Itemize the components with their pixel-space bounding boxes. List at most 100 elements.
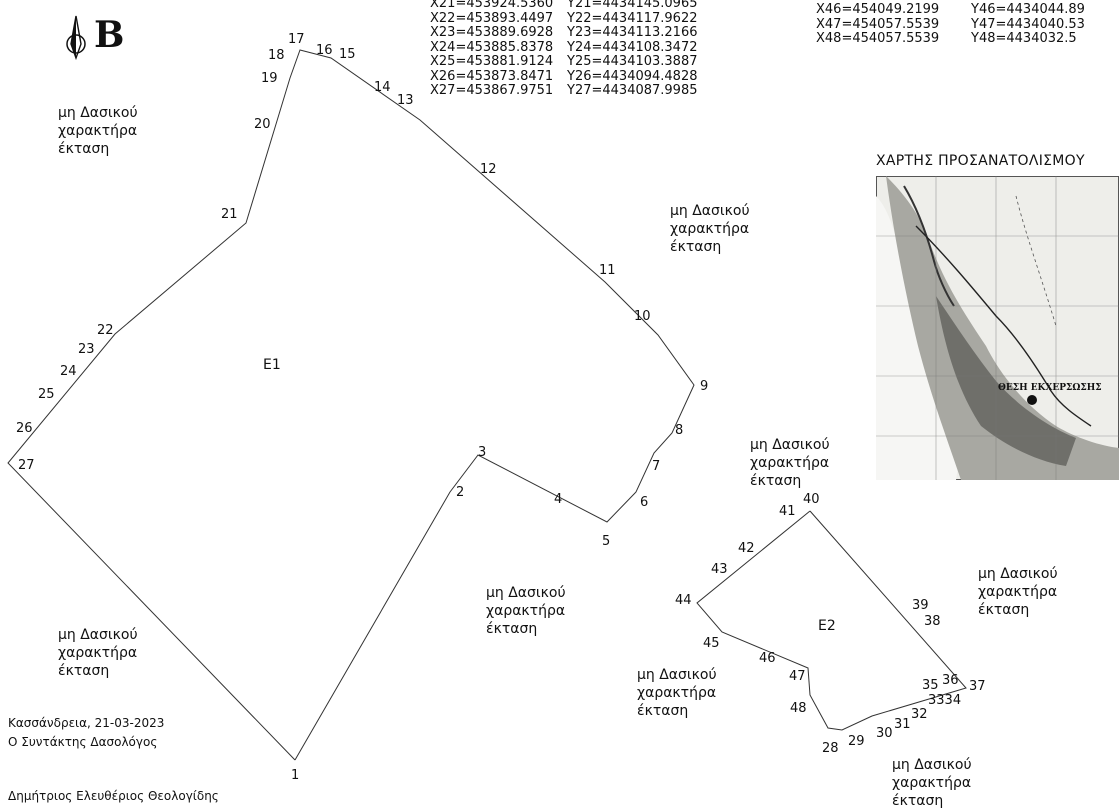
vertex-label: 25 [38, 387, 55, 402]
note-line: έκταση [58, 663, 110, 679]
vertex-label: 23 [78, 342, 95, 357]
non-forest-note: μη Δασικού χαρακτήρα έκταση [637, 666, 717, 720]
vertex-label: 24 [60, 364, 77, 379]
vertex-label: 15 [339, 47, 356, 62]
vertex-label: 27 [18, 458, 35, 473]
non-forest-note: μη Δασικού χαρακτήρα έκταση [892, 756, 972, 810]
non-forest-note: μη Δασικού χαρακτήρα έκταση [750, 436, 830, 490]
vertex-label: 1 [291, 768, 299, 783]
note-line: έκταση [670, 239, 722, 255]
vertex-label: 32 [911, 707, 928, 722]
north-arrow-icon [66, 15, 86, 60]
author-name: Δημήτριος Ελευθέριος Θεολογίδης [8, 789, 219, 803]
location-marker-icon [1027, 395, 1037, 405]
note-line: χαρακτήρα [637, 685, 717, 701]
note-line: μη Δασικού [978, 566, 1058, 582]
vertex-label: 29 [848, 734, 865, 749]
coordinate-x: X27=453867.9751 [430, 83, 554, 98]
vertex-label: 20 [254, 117, 271, 132]
coordinate-x: X23=453889.6928 [430, 25, 554, 40]
coordinate-row: X23=453889.6928 Y23=4434113.2166 [430, 25, 698, 41]
note-line: χαρακτήρα [58, 645, 138, 661]
coordinate-x: X46=454049.2199 [816, 3, 940, 17]
vertex-label: 11 [599, 263, 616, 278]
note-line: μη Δασικού [670, 203, 750, 219]
coordinate-y: Y25=4434103.3887 [567, 54, 698, 69]
coordinate-y: Y27=4434087.9985 [567, 83, 698, 98]
note-line: χαρακτήρα [892, 775, 972, 791]
place-date: Κασσάνδρεια, 21-03-2023 [8, 716, 165, 730]
note-line: μη Δασικού [58, 627, 138, 643]
vertex-label: 44 [675, 593, 692, 608]
coordinate-y: Y22=4434117.9622 [567, 10, 698, 26]
vertex-label: 19 [261, 71, 278, 86]
note-line: μη Δασικού [750, 437, 830, 453]
vertex-label: 43 [711, 562, 728, 577]
area-label-e1: E1 [263, 357, 281, 373]
vertex-label: 2 [456, 485, 464, 500]
vertex-label: 42 [738, 541, 755, 556]
parcel-e2-boundary [696, 510, 967, 731]
vertex-label: 14 [374, 80, 391, 95]
vertex-label: 37 [969, 679, 986, 694]
vertex-label: 9 [700, 379, 708, 394]
note-line: έκταση [637, 703, 689, 719]
note-line: έκταση [750, 473, 802, 489]
coordinate-y: Y24=4434108.3472 [567, 39, 698, 55]
vertex-label: 3 [478, 445, 486, 460]
coordinate-x: X22=453893.4497 [430, 10, 554, 26]
vertex-label: 26 [16, 421, 33, 436]
note-line: χαρακτήρα [750, 455, 830, 471]
coordinate-y: Y26=4434094.4828 [567, 68, 698, 84]
note-line: χαρακτήρα [670, 221, 750, 237]
note-line: χαρακτήρα [58, 123, 138, 139]
note-line: έκταση [892, 793, 944, 809]
vertex-label: 36 [942, 673, 959, 688]
non-forest-note: μη Δασικού χαρακτήρα έκταση [58, 104, 138, 158]
vertex-label: 7 [652, 459, 660, 474]
vertex-label: 22 [97, 323, 114, 338]
non-forest-note: μη Δασικού χαρακτήρα έκταση [978, 565, 1058, 619]
note-line: μη Δασικού [58, 105, 138, 121]
vertex-label: 46 [759, 651, 776, 666]
note-line: μη Δασικού [637, 667, 717, 683]
author-role: Ο Συντάκτης Δασολόγος [8, 735, 158, 749]
coordinate-y: Y21=4434145.0965 [567, 0, 698, 11]
north-letter: B [94, 14, 125, 56]
coordinate-x: X26=453873.8471 [430, 68, 554, 84]
vertex-label: 40 [803, 492, 820, 507]
note-line: έκταση [58, 141, 110, 157]
vertex-label: 12 [480, 162, 497, 177]
non-forest-note: μη Δασικού χαρακτήρα έκταση [58, 626, 138, 680]
vertex-label: 17 [288, 32, 305, 47]
vertex-label: 47 [789, 669, 806, 684]
vertex-label: 18 [268, 48, 285, 63]
vertex-label: 35 [922, 678, 939, 693]
vertex-label: 3334 [928, 693, 961, 708]
non-forest-note: μη Δασικού χαρακτήρα έκταση [670, 202, 750, 256]
non-forest-note: μη Δασικού χαρακτήρα έκταση [486, 584, 566, 638]
note-line: έκταση [978, 602, 1030, 618]
inset-map-title: ΧΑΡΤΗΣ ΠΡΟΣΑΝΑΤΟΛΙΣΜΟΥ [876, 153, 1085, 169]
vertex-label: 45 [703, 636, 720, 651]
vertex-label: 5 [602, 534, 610, 549]
coordinate-y: Y47=4434040.53 [971, 16, 1085, 32]
note-line: μη Δασικού [892, 757, 972, 773]
coordinate-row: X22=453893.4497 Y22=4434117.9622 [430, 10, 698, 27]
coordinate-x: X48=454057.5539 [816, 31, 940, 46]
vertex-label: 10 [634, 309, 651, 324]
vertex-label: 41 [779, 504, 796, 519]
vertex-label: 6 [640, 495, 648, 510]
vertex-label: 13 [397, 93, 414, 108]
coordinate-y: Y23=4434113.2166 [567, 25, 698, 40]
vertex-label: 39 [912, 598, 929, 613]
